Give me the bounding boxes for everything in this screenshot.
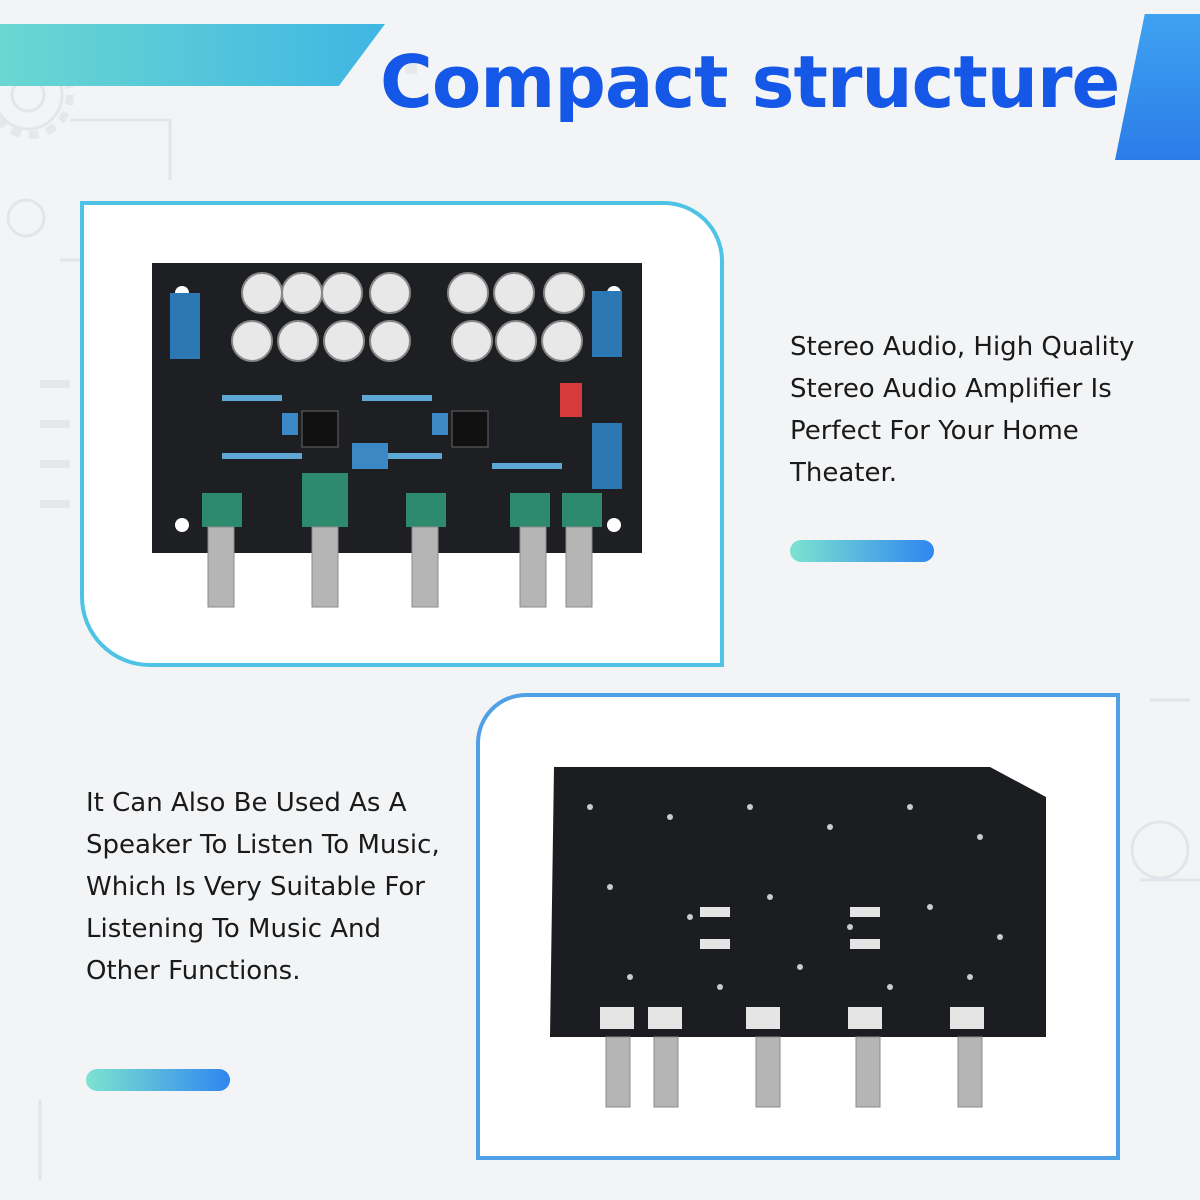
caption-top-right: Stereo Audio, High Quality Stereo Audio … [790, 332, 1135, 488]
accent-bar-bottom [86, 1069, 230, 1091]
board-bottom-image [550, 767, 1046, 1108]
caption-bottom-left: It Can Also Be Used As A Speaker To List… [86, 788, 440, 986]
product-panel-bottom [476, 693, 1120, 1160]
title-stripe-left [0, 24, 385, 86]
product-panel-top [80, 201, 724, 667]
accent-bar-top [790, 540, 934, 562]
board-top-image [152, 263, 642, 608]
page-title: Compact structure [380, 40, 1120, 124]
